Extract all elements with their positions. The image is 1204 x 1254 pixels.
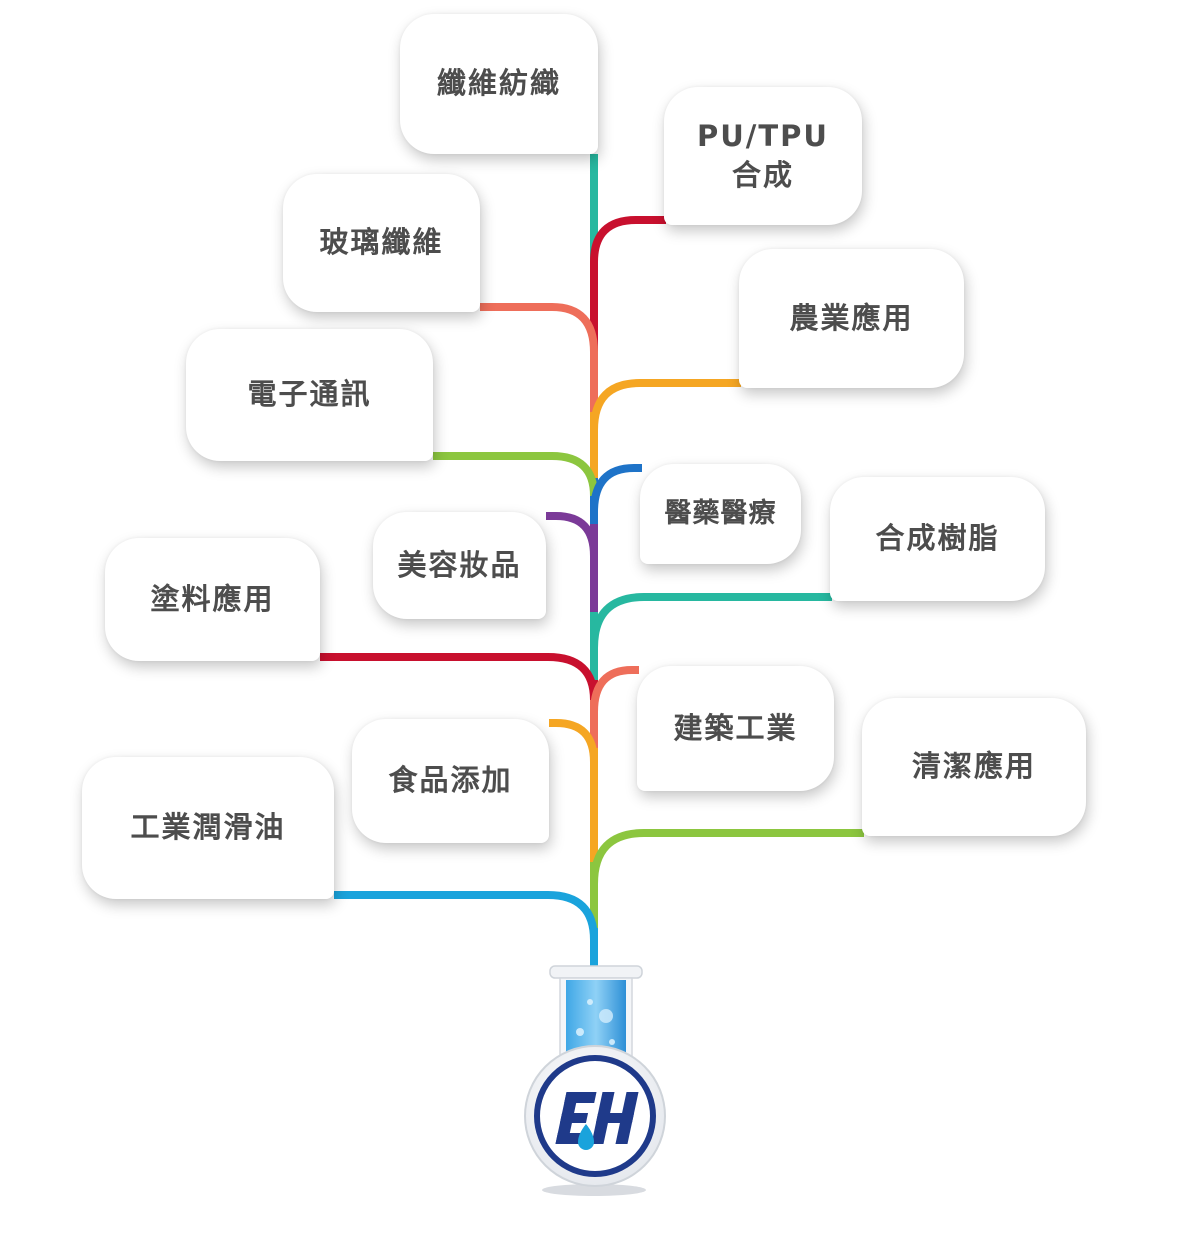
category-label: 美容妝品 xyxy=(397,547,522,582)
category-card-cleaning: 清潔應用 xyxy=(862,698,1086,836)
category-label: 清潔應用 xyxy=(911,749,1036,784)
category-card-electronics: 電子通訊 xyxy=(186,329,433,461)
category-label: 玻璃纖維 xyxy=(319,225,444,260)
category-label: 食品添加 xyxy=(388,763,513,798)
branch-glass-fiber xyxy=(480,303,598,353)
branch-synthetic-resin xyxy=(590,593,832,649)
category-card-construction: 建築工業 xyxy=(637,666,834,791)
category-label: 建築工業 xyxy=(673,710,798,745)
branch-electronics xyxy=(433,452,598,497)
branch-pu-tpu xyxy=(590,216,666,263)
category-card-pu-tpu: PU/TPU 合成 xyxy=(664,87,862,225)
branch-lubricants xyxy=(334,891,598,941)
category-label: 纖維紡織 xyxy=(436,66,561,101)
category-card-textile: 纖維紡織 xyxy=(400,14,598,154)
eh-logo-mark xyxy=(555,1092,639,1144)
category-label: 醫藥醫療 xyxy=(664,497,777,529)
category-label-line2: 合成 xyxy=(731,158,794,192)
branch-cosmetics xyxy=(546,512,598,557)
category-card-synthetic-resin: 合成樹脂 xyxy=(830,477,1045,601)
branch-construction xyxy=(590,666,639,713)
category-card-medical: 醫藥醫療 xyxy=(640,464,801,564)
category-label: 合成樹脂 xyxy=(875,521,1000,556)
category-card-food-additives: 食品添加 xyxy=(352,719,549,843)
category-card-cosmetics: 美容妝品 xyxy=(373,512,546,619)
category-card-coatings: 塗料應用 xyxy=(105,538,320,661)
branch-food-additives xyxy=(549,719,598,763)
branch-coatings xyxy=(320,653,598,701)
category-card-agriculture: 農業應用 xyxy=(739,249,964,388)
category-label: 塗料應用 xyxy=(150,581,275,616)
category-label: 電子通訊 xyxy=(247,377,372,412)
water-drop-icon xyxy=(578,1124,594,1150)
branch-agriculture xyxy=(590,379,741,431)
category-card-glass-fiber: 玻璃纖維 xyxy=(283,174,480,312)
branch-medical xyxy=(590,464,642,513)
category-label: 農業應用 xyxy=(789,300,914,335)
category-label: PU/TPU xyxy=(697,118,829,153)
branch-cleaning xyxy=(590,829,864,885)
chemical-flask-logo-icon xyxy=(524,965,666,1196)
category-label: 工業潤滑油 xyxy=(130,810,286,845)
category-card-industrial-lubricants: 工業潤滑油 xyxy=(82,757,334,899)
